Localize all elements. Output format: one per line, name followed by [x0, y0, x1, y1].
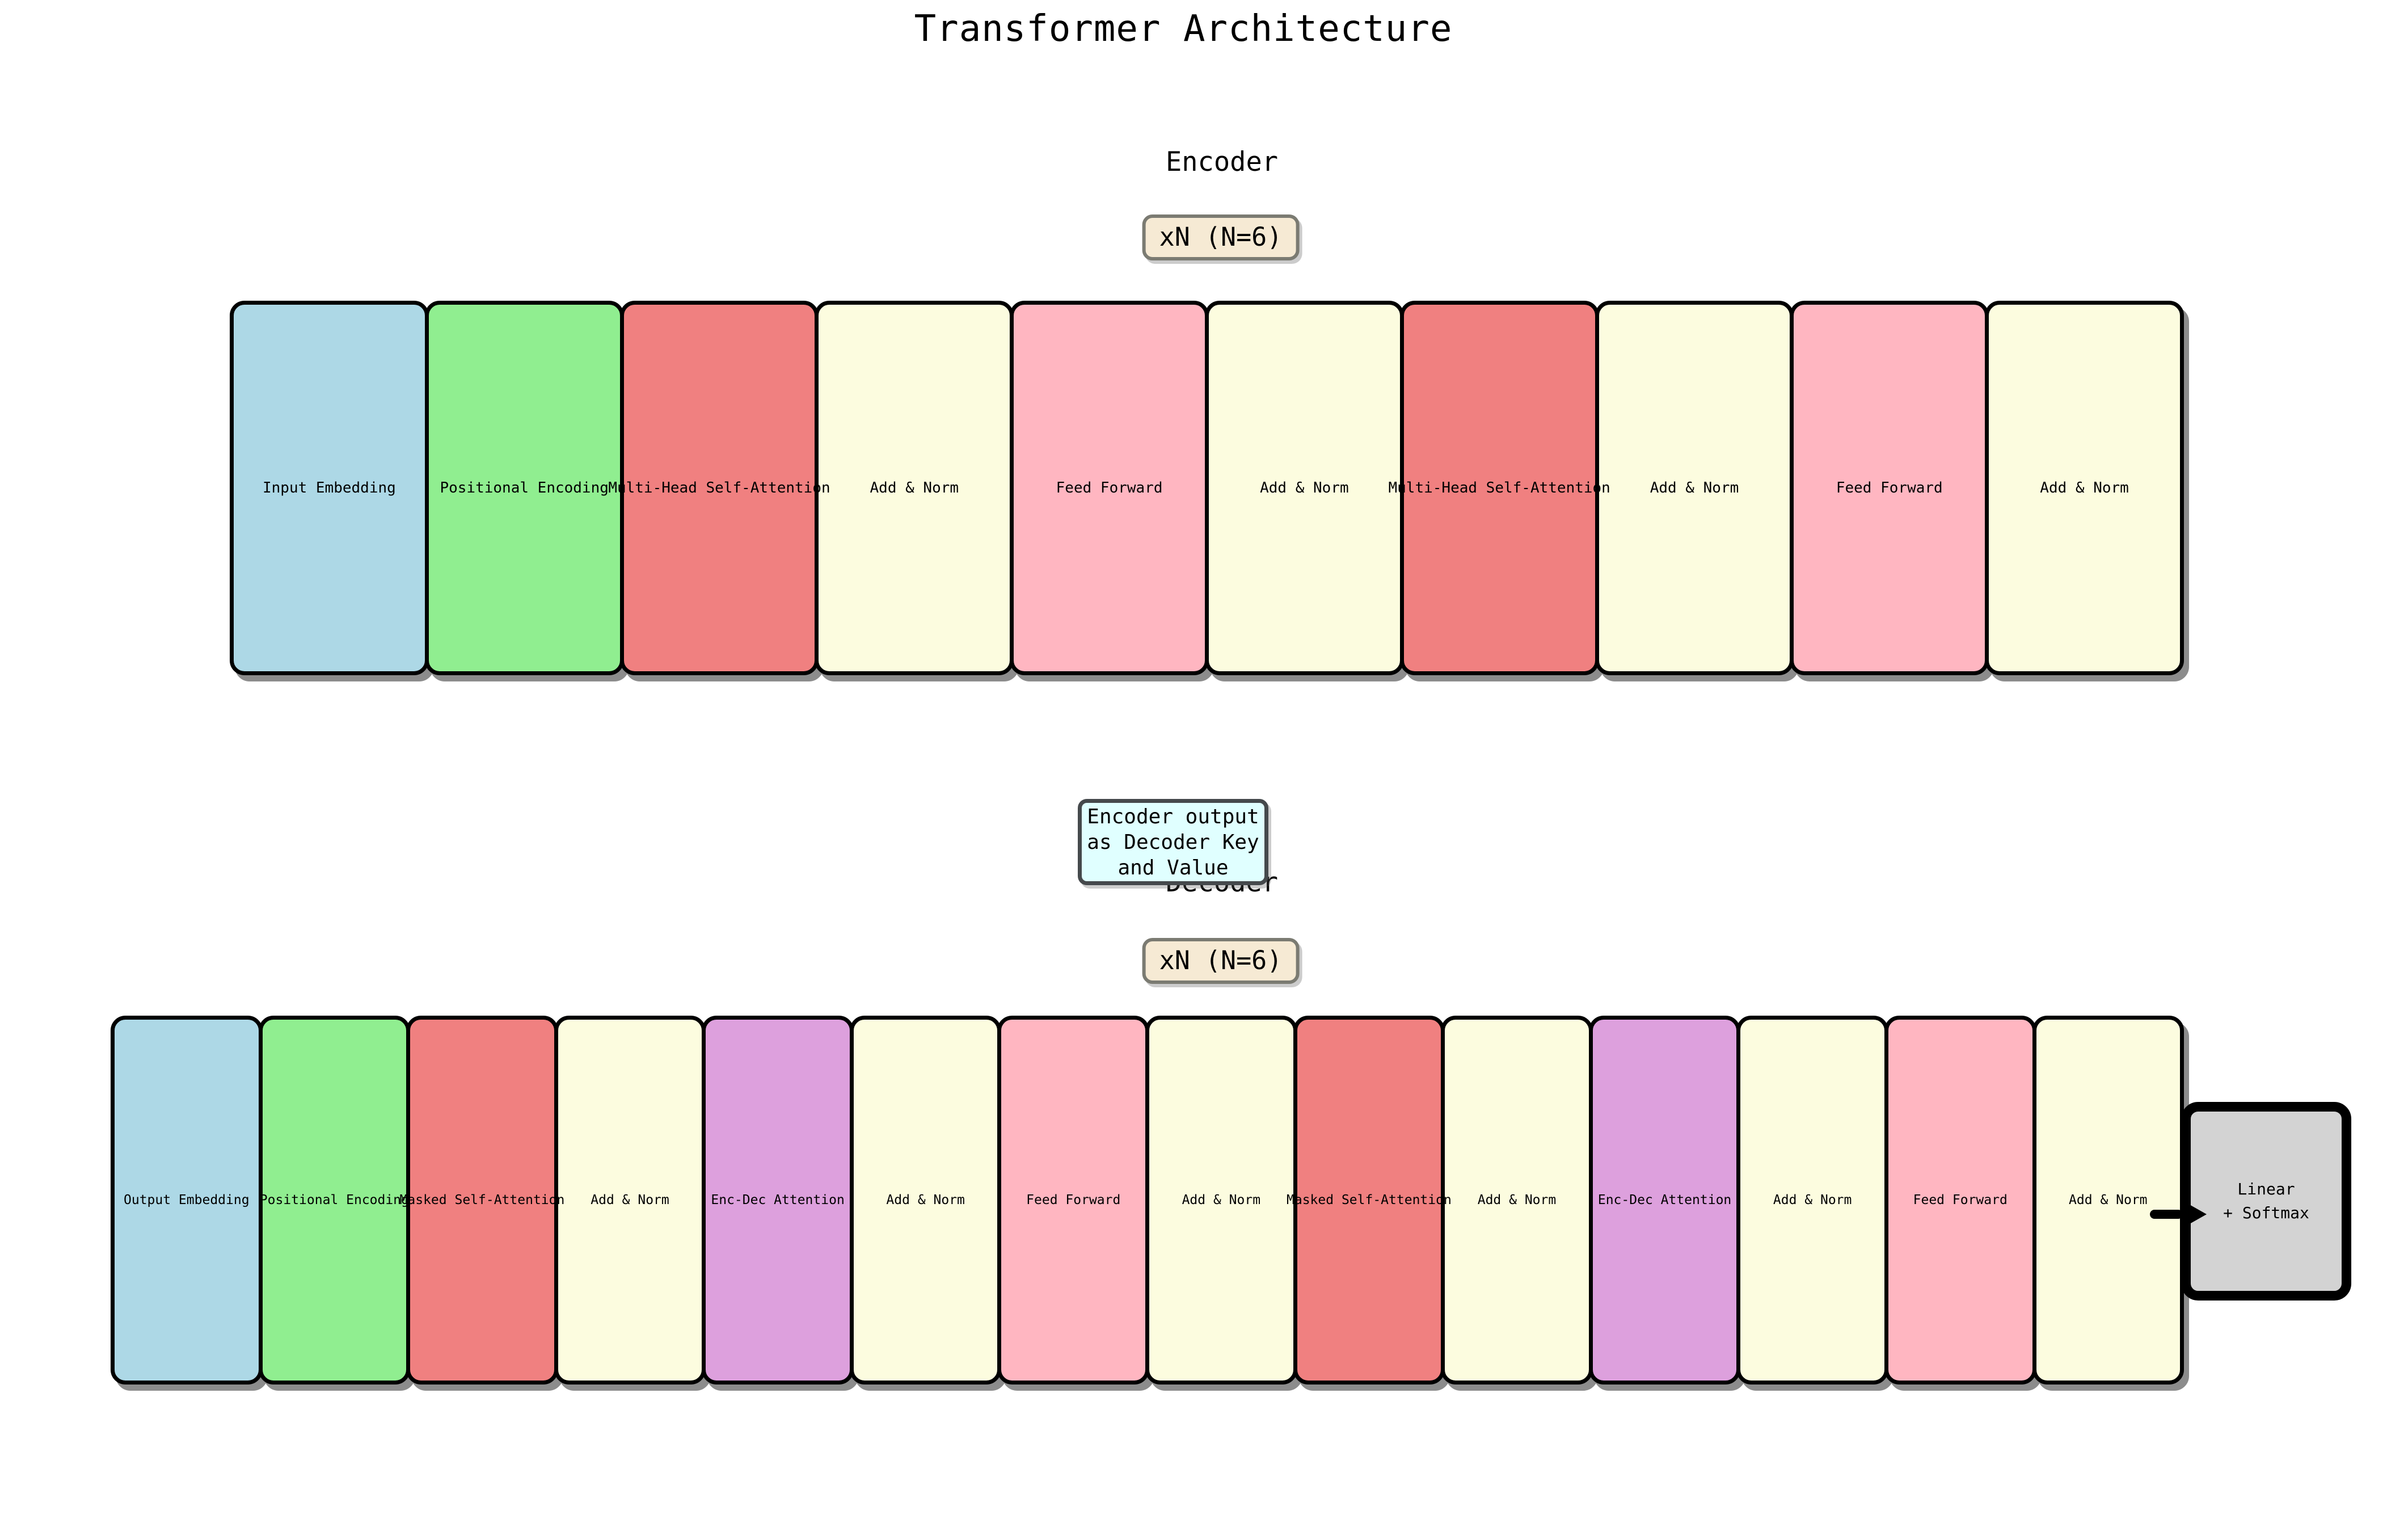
encoder-block-add-norm-4: Add & Norm — [1985, 301, 2184, 675]
block-label: Add & Norm — [886, 1193, 965, 1207]
decoder-block-enc-dec-attention-1: Enc-Dec Attention — [702, 1016, 854, 1384]
block-label: Feed Forward — [1056, 479, 1163, 496]
block-label: Positional Encoding — [440, 479, 609, 496]
encoder-block-positional-encoding: Positional Encoding — [424, 301, 624, 675]
decoder-block-feed-forward-2: Feed Forward — [1884, 1016, 2036, 1384]
block-label: Feed Forward — [1913, 1193, 2008, 1207]
output-line: Linear — [2237, 1180, 2295, 1198]
encoder-stack: Input Embedding Positional Encoding Mult… — [230, 301, 2184, 675]
encoder-heading: Encoder — [1165, 146, 1279, 178]
encoder-block-input-embedding: Input Embedding — [230, 301, 429, 675]
block-label: Add & Norm — [1773, 1193, 1852, 1207]
encoder-repeat-badge: xN (N=6) — [1142, 214, 1300, 260]
note-line: as Decoder Key — [1087, 830, 1259, 854]
encoder-block-add-norm-1: Add & Norm — [815, 301, 1014, 675]
arrow-shaft — [2150, 1210, 2183, 1219]
arrow-head — [2181, 1200, 2207, 1229]
block-label: Feed Forward — [1026, 1193, 1121, 1207]
block-label: Positional Encoding — [259, 1193, 409, 1207]
decoder-block-feed-forward-1: Feed Forward — [997, 1016, 1150, 1384]
block-label: Add & Norm — [2040, 479, 2129, 496]
block-label: Add & Norm — [2069, 1193, 2148, 1207]
decoder-block-masked-self-attention-1: Masked Self-Attention — [400, 1016, 564, 1384]
block-label: Add & Norm — [1182, 1193, 1261, 1207]
decoder-block-add-norm-6: Add & Norm — [2032, 1016, 2185, 1384]
block-label: Masked Self-Attention — [1287, 1193, 1452, 1207]
decoder-block-masked-self-attention-2: Masked Self-Attention — [1287, 1016, 1452, 1384]
encoder-block-add-norm-3: Add & Norm — [1595, 301, 1794, 675]
decoder-block-add-norm-5: Add & Norm — [1736, 1016, 1888, 1384]
block-label: Add & Norm — [1477, 1193, 1557, 1207]
note-line: Encoder output — [1087, 805, 1259, 828]
block-label: Add & Norm — [1260, 479, 1349, 496]
decoder-block-add-norm-4: Add & Norm — [1441, 1016, 1593, 1384]
encoder-block-multi-head-self-attention-2: Multi-Head Self-Attention — [1389, 301, 1610, 675]
encoder-block-add-norm-2: Add & Norm — [1204, 301, 1404, 675]
block-label: Feed Forward — [1836, 479, 1943, 496]
note-line: and Value — [1117, 856, 1229, 879]
page-title: Transformer Architecture — [914, 8, 1453, 50]
decoder-repeat-badge: xN (N=6) — [1142, 938, 1300, 984]
linear-softmax-block: Linear + Softmax — [2181, 1102, 2351, 1301]
encoder-block-feed-forward-2: Feed Forward — [1790, 301, 1989, 675]
encoder-output-note: Encoder output as Decoder Key and Value — [1078, 799, 1268, 885]
block-label: Multi-Head Self-Attention — [1388, 479, 1610, 496]
decoder-block-enc-dec-attention-2: Enc-Dec Attention — [1588, 1016, 1741, 1384]
output-line: + Softmax — [2223, 1203, 2309, 1222]
decoder-block-add-norm-3: Add & Norm — [1145, 1016, 1297, 1384]
block-label: Masked Self-Attention — [399, 1193, 565, 1207]
decoder-block-add-norm-2: Add & Norm — [849, 1016, 1002, 1384]
encoder-block-feed-forward-1: Feed Forward — [1010, 301, 1209, 675]
block-label: Output Embedding — [124, 1193, 250, 1207]
decoder-block-positional-encoding: Positional Encoding — [258, 1016, 411, 1384]
encoder-block-multi-head-self-attention-1: Multi-Head Self-Attention — [608, 301, 830, 675]
block-label: Enc-Dec Attention — [1597, 1193, 1732, 1207]
decoder-stack: Output Embedding Positional Encoding Mas… — [111, 1016, 2185, 1384]
block-label: Add & Norm — [591, 1193, 669, 1207]
block-label: Input Embedding — [262, 479, 396, 496]
block-label: Enc-Dec Attention — [711, 1193, 845, 1207]
block-label: Add & Norm — [870, 479, 959, 496]
decoder-block-add-norm-1: Add & Norm — [554, 1016, 706, 1384]
block-label: Multi-Head Self-Attention — [608, 479, 830, 496]
block-label: Add & Norm — [1650, 479, 1739, 496]
decoder-block-output-embedding: Output Embedding — [111, 1016, 263, 1384]
